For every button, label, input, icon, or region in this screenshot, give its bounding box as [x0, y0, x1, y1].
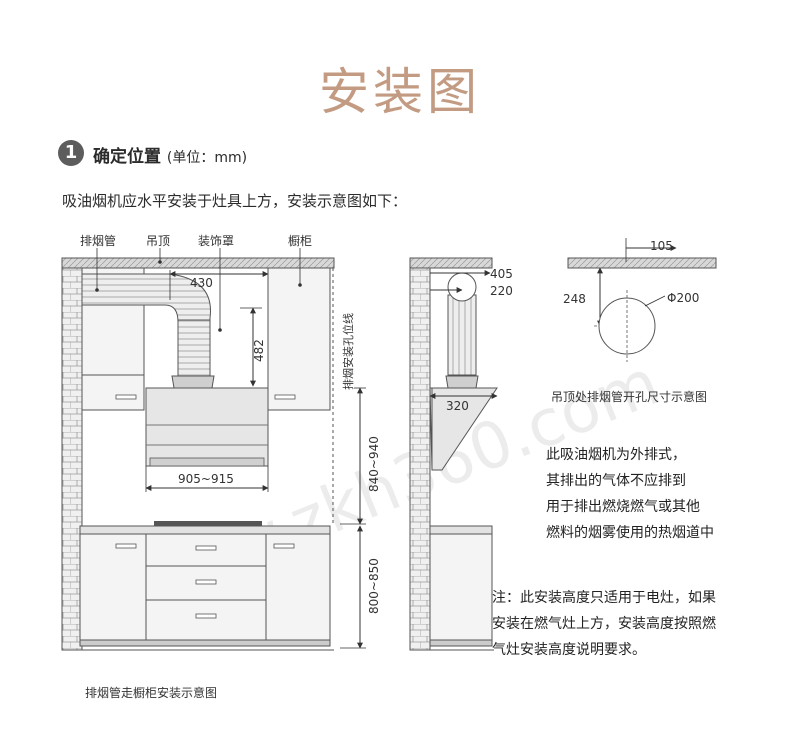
dim-405: 405 — [490, 267, 513, 281]
dim-320: 320 — [446, 399, 469, 413]
dim-248: 248 — [563, 292, 586, 306]
upper-cabinet-right — [267, 267, 331, 411]
dim-220: 220 — [490, 284, 513, 298]
install-note-line: 安装在燃气灶上方，安装高度按照燃 — [492, 616, 716, 632]
side-wall — [409, 259, 431, 651]
exhaust-note-line: 用于排出燃烧燃气或其他 — [546, 499, 700, 515]
ceiling-slab — [61, 257, 335, 269]
dim-430: 430 — [190, 276, 213, 290]
step-unit: (单位：mm) — [166, 150, 248, 166]
page-title: 安装图 — [319, 63, 481, 121]
label-ceiling: 吊顶 — [146, 234, 170, 248]
install-note: 注：此安装高度只适用于电灶，如果 安装在燃气灶上方，安装高度按照燃 气灶安装高度… — [492, 585, 716, 663]
label-cabinet: 橱柜 — [288, 234, 312, 248]
exhaust-note: 此吸油烟机为外排式， 其排出的气体不应排到 用于排出燃烧燃气或其他 燃料的烟雾使… — [546, 442, 714, 546]
step-heading: 确定位置 (单位：mm) — [93, 142, 247, 167]
left-wall — [61, 259, 83, 651]
install-note-line: 气灶安装高度说明要求。 — [492, 642, 646, 658]
side-duct — [447, 294, 477, 376]
dim-105: 105 — [650, 239, 673, 253]
step-number-badge: 1 — [58, 140, 84, 166]
side-view — [409, 257, 498, 651]
cooktop — [154, 521, 262, 526]
dim-482: 482 — [252, 339, 266, 362]
dim-840-940: 840~940 — [367, 436, 381, 492]
step-heading-text: 确定位置 — [93, 147, 161, 167]
detail-ceiling — [567, 257, 717, 269]
cabinet-caption: 排烟管走橱柜安装示意图 — [85, 686, 218, 700]
range-hood — [145, 387, 269, 467]
dim-phi200: Φ200 — [667, 291, 699, 305]
install-note-line: 注：此安装高度只适用于电灶，如果 — [492, 590, 716, 606]
side-ceiling — [409, 257, 493, 269]
front-view — [61, 248, 366, 651]
hole-detail — [567, 238, 717, 362]
countertop — [79, 525, 331, 535]
label-hole-line: 排烟安装孔位线 — [341, 313, 355, 390]
cabinet-handle — [115, 394, 137, 400]
lower-cabinet — [79, 533, 331, 641]
exhaust-note-line: 此吸油烟机为外排式， — [546, 447, 686, 463]
dim-905-915: 905~915 — [178, 472, 234, 486]
intro-text: 吸油烟机应水平安装于灶具上方，安装示意图如下： — [62, 192, 408, 210]
exhaust-note-line: 其排出的气体不应排到 — [546, 473, 686, 489]
exhaust-note-line: 燃料的烟雾使用的热烟道中 — [546, 525, 714, 541]
side-hood — [429, 387, 498, 471]
hole-caption: 吊顶处排烟管开孔尺寸示意图 — [551, 390, 708, 404]
label-cover: 装饰罩 — [198, 234, 234, 248]
label-exhaust-pipe: 排烟管 — [80, 233, 116, 248]
dim-800-850: 800~850 — [367, 558, 381, 614]
